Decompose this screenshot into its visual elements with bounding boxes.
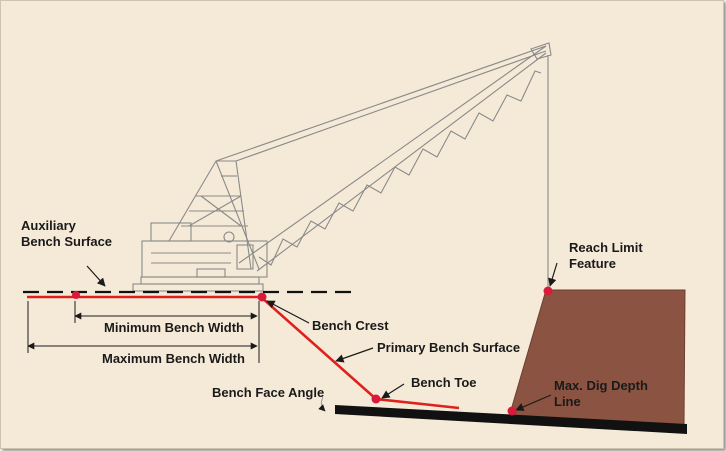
label-bench-toe: Bench Toe	[411, 375, 477, 390]
face-angle-arc-icon	[318, 396, 326, 412]
primary-surface-arrow	[335, 347, 374, 363]
auxiliary-arrow	[86, 265, 106, 287]
reach-limit-point	[543, 286, 553, 296]
auxiliary-crest-point	[72, 291, 80, 299]
dragline-crane	[132, 42, 552, 292]
bench-toe-point	[371, 394, 381, 404]
label-minimum-bench-width: Minimum Bench Width	[104, 320, 244, 335]
reach-limit-arrow	[548, 262, 558, 287]
primary-bench-profile	[27, 295, 460, 410]
label-auxiliary-2: Bench Surface	[21, 234, 112, 249]
label-max-dig-depth-2: Line	[554, 394, 581, 409]
spoil-block	[508, 289, 686, 426]
label-primary-bench-surface: Primary Bench Surface	[377, 340, 520, 355]
bench-crest-arrow	[266, 300, 310, 324]
label-bench-crest: Bench Crest	[312, 318, 389, 333]
label-max-dig-depth-1: Max. Dig Depth	[554, 378, 648, 393]
label-reach-limit-1: Reach Limit	[569, 240, 643, 255]
ground-line	[335, 405, 687, 434]
label-auxiliary-1: Auxiliary	[21, 218, 77, 233]
bench-crest-point	[257, 292, 267, 302]
max-dig-arrow	[515, 394, 552, 411]
label-reach-limit-2: Feature	[569, 256, 616, 271]
label-maximum-bench-width: Maximum Bench Width	[102, 351, 245, 366]
label-bench-face-angle: Bench Face Angle	[212, 385, 324, 400]
max-dig-depth-point	[507, 406, 517, 416]
bench-toe-arrow	[381, 383, 405, 399]
